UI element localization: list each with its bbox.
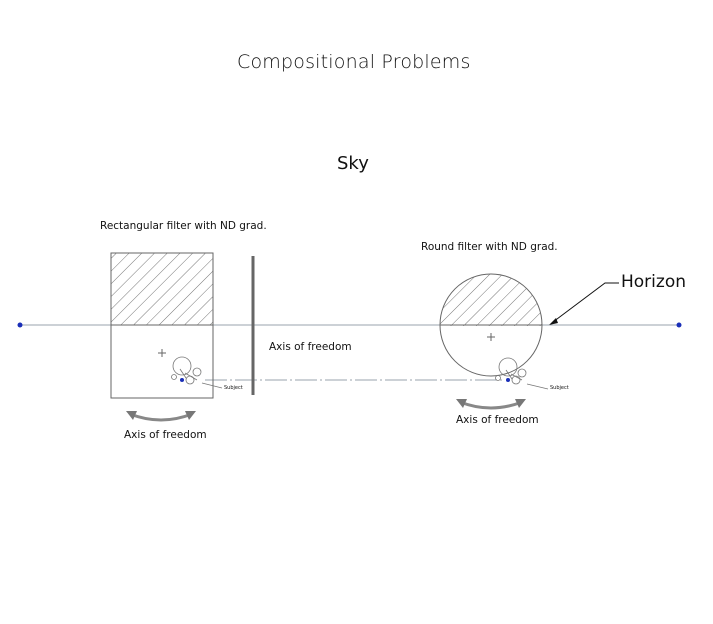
rect-filter-label: Rectangular filter with ND grad. bbox=[100, 220, 267, 232]
axis-label-right: Axis of freedom bbox=[456, 414, 539, 426]
horizon-leader bbox=[549, 282, 619, 325]
subject-label-right: Subject bbox=[550, 385, 569, 391]
round-filter bbox=[439, 273, 543, 377]
horizon-endpoint-right bbox=[676, 322, 682, 328]
axis-label-left: Axis of freedom bbox=[124, 429, 207, 441]
rectangular-filter bbox=[110, 252, 214, 399]
sky-label: Sky bbox=[337, 153, 369, 174]
subject-dot-right bbox=[506, 378, 510, 382]
subject-label-left: Subject bbox=[224, 385, 243, 391]
round-filter-label: Round filter with ND grad. bbox=[421, 241, 558, 253]
horizon-endpoint-left bbox=[17, 322, 23, 328]
subject-marker-left bbox=[171, 356, 223, 389]
page-title: Compositional Problems bbox=[237, 51, 471, 73]
axis-label-vertical: Axis of freedom bbox=[269, 341, 352, 353]
subject-marker-right bbox=[495, 357, 549, 390]
horizon-label: Horizon bbox=[621, 272, 686, 292]
subject-dot-left bbox=[180, 378, 184, 382]
axis-arrow-left bbox=[126, 411, 196, 422]
axis-arrow-right bbox=[456, 399, 526, 410]
